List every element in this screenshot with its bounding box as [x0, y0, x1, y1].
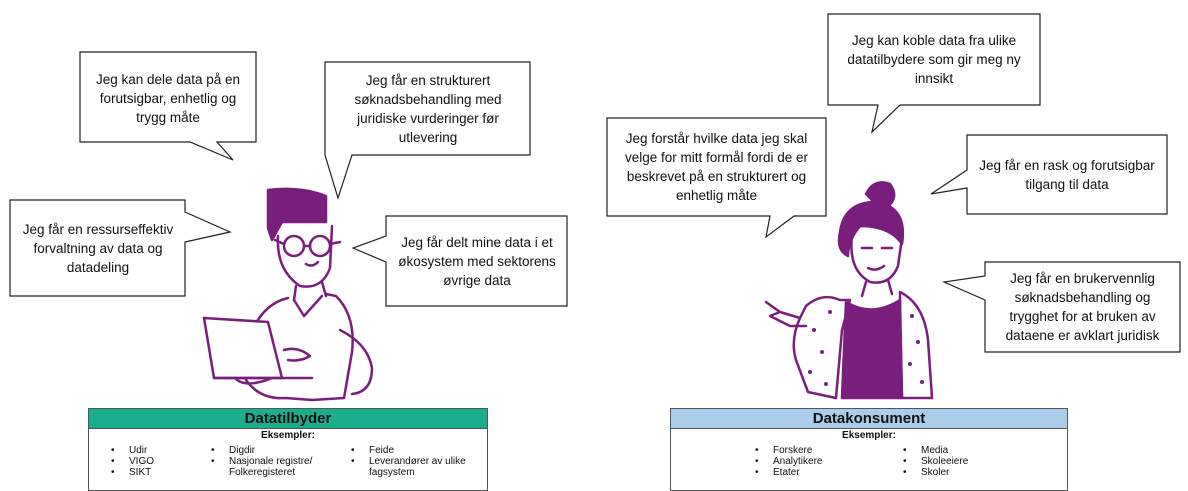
bubble-userfriendly: Jeg får en brukervennlig søknadsbehandli… — [1005, 271, 1160, 343]
consumer-panel: Datakonsument Eksempler: Forskere Analyt… — [670, 408, 1068, 491]
provider-examples-col1: Udir VIGO SIKT — [111, 445, 201, 478]
consumer-examples-col2: Media Skoleeiere Skoler — [903, 445, 1023, 478]
list-item: Digdir — [211, 445, 335, 456]
provider-subtitle: Eksempler: — [261, 430, 315, 441]
list-item: Nasjonale registre/ Folkeregisteret — [211, 456, 335, 478]
consumer-title: Datakonsument — [671, 409, 1067, 429]
list-item: Forskere — [755, 445, 865, 456]
provider-panel: Datatilbyder Eksempler: Udir VIGO SIKT D… — [88, 408, 488, 491]
bubble-efficient: Jeg får en ressurseffektiv forvaltning a… — [22, 221, 174, 275]
bubble-understand-shape — [606, 117, 827, 239]
list-item: Skoler — [903, 467, 1023, 478]
bubble-fast-shape — [930, 134, 1168, 215]
bubble-userfriendly-shape — [941, 261, 1181, 353]
consumer-subtitle: Eksempler: — [842, 430, 896, 441]
bubble-understand: Jeg forstår hvilke data jeg skal velge f… — [624, 131, 809, 203]
consumer-person-illustration — [764, 181, 934, 400]
bubble-combine-shape — [827, 13, 1041, 134]
list-item: Leverandører av ulike fagsystem — [351, 456, 477, 478]
list-item: VIGO — [111, 456, 201, 467]
bubble-efficient-shape — [9, 199, 232, 297]
list-item: Etater — [755, 467, 865, 478]
bubble-ecosystem-shape — [351, 215, 568, 307]
bubble-structured-shape — [324, 61, 531, 201]
list-item: Skoleeiere — [903, 456, 1023, 467]
bubble-combine: Jeg kan koble data fra ulike datatilbyde… — [847, 33, 1021, 86]
list-item: Analytikere — [755, 456, 865, 467]
list-item: SIKT — [111, 467, 201, 478]
consumer-examples-col1: Forskere Analytikere Etater — [755, 445, 865, 478]
provider-examples-col3: Feide Leverandører av ulike fagsystem — [351, 445, 477, 478]
bubble-ecosystem: Jeg får delt mine data i et økosystem me… — [398, 234, 556, 288]
consumer-examples: Forskere Analytikere Etater Media Skolee… — [671, 445, 1067, 490]
provider-examples: Udir VIGO SIKT Digdir Nasjonale registre… — [89, 445, 487, 490]
bubble-structured: Jeg får en strukturert søknadsbehandling… — [354, 72, 502, 145]
provider-examples-col2: Digdir Nasjonale registre/ Folkeregister… — [211, 445, 335, 478]
bubble-fast: Jeg får en rask og forutsigbar tilgang t… — [979, 157, 1155, 192]
bubble-share: Jeg kan dele data på en forutsigbar, enh… — [95, 71, 241, 125]
list-item: Media — [903, 445, 1023, 456]
provider-person-illustration — [202, 187, 374, 402]
provider-title: Datatilbyder — [89, 409, 487, 429]
bubble-share-shape — [79, 51, 257, 161]
list-item: Feide — [351, 445, 477, 456]
list-item: Udir — [111, 445, 201, 456]
